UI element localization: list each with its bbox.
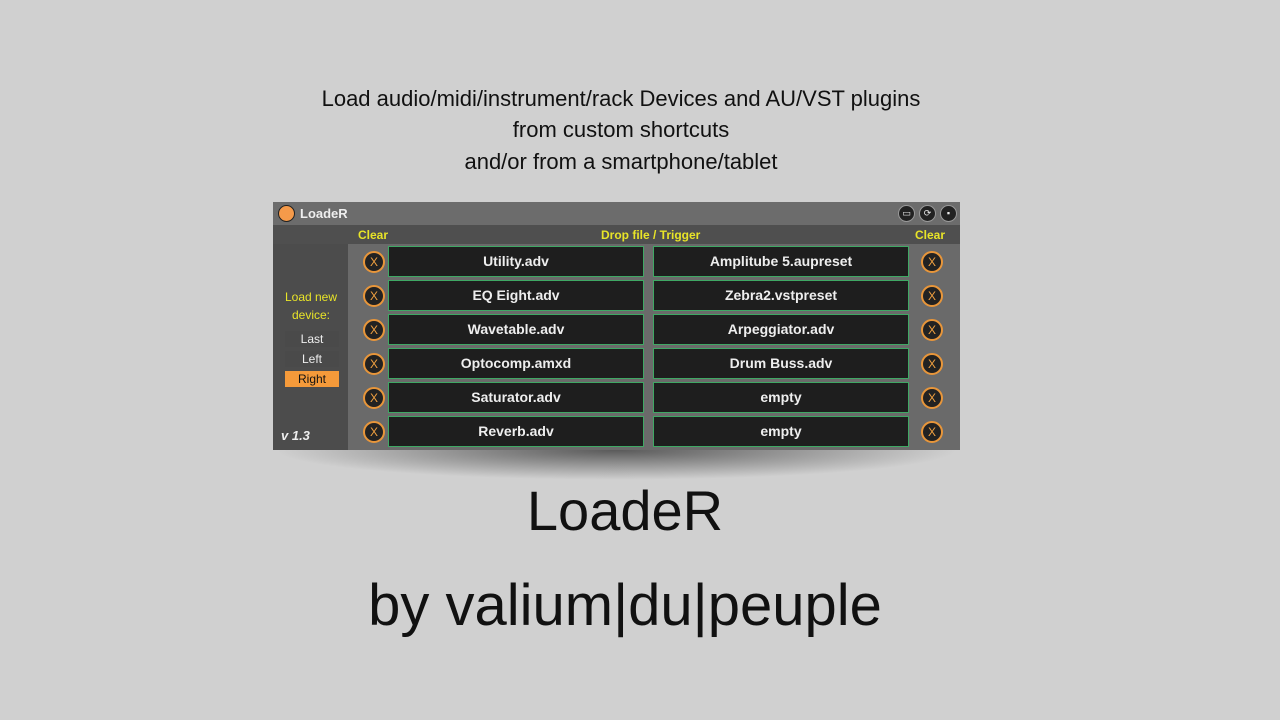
- remove-right-slot-button[interactable]: X: [921, 319, 943, 341]
- remove-right-slot-button[interactable]: X: [921, 251, 943, 273]
- device-title-bar: LoadeR ▭ ⟳ ▪: [273, 202, 960, 225]
- left-slot[interactable]: Saturator.adv: [388, 382, 644, 413]
- remove-right-slot-button[interactable]: X: [921, 353, 943, 375]
- option-last[interactable]: Last: [285, 331, 339, 347]
- remove-left-slot-button[interactable]: X: [363, 387, 385, 409]
- left-slot[interactable]: Reverb.adv: [388, 416, 644, 447]
- map-icon[interactable]: ▭: [898, 205, 915, 222]
- option-right[interactable]: Right: [285, 371, 339, 387]
- option-left[interactable]: Left: [285, 351, 339, 367]
- remove-left-slot-button[interactable]: X: [363, 319, 385, 341]
- clear-right-button[interactable]: Clear: [915, 228, 946, 242]
- remove-right-slot-button[interactable]: X: [921, 421, 943, 443]
- loader-device: LoadeR ▭ ⟳ ▪ Clear Drop file / Trigger C…: [273, 202, 960, 450]
- product-name: LoadeR: [526, 479, 724, 542]
- clear-left-button[interactable]: Clear: [358, 228, 389, 242]
- left-slot[interactable]: EQ Eight.adv: [388, 280, 644, 311]
- refresh-icon[interactable]: ⟳: [919, 205, 936, 222]
- remove-left-slot-button[interactable]: X: [363, 285, 385, 307]
- remove-right-slot-button[interactable]: X: [921, 387, 943, 409]
- device-title: LoadeR: [300, 206, 348, 221]
- save-icon[interactable]: ▪: [940, 205, 957, 222]
- right-slot[interactable]: Amplitube 5.aupreset: [653, 246, 909, 277]
- remove-left-slot-button[interactable]: X: [363, 251, 385, 273]
- caption-line-1: Load audio/midi/instrument/rack Devices …: [321, 86, 921, 111]
- device-shadow: [273, 450, 960, 480]
- left-panel: Load new device: Last Left Right v 1.3: [273, 244, 348, 450]
- remove-left-slot-button[interactable]: X: [363, 421, 385, 443]
- caption-line-2: from custom shortcuts: [512, 117, 730, 142]
- author-credit: by valium|du|peuple: [368, 573, 882, 638]
- caption-line-3: and/or from a smartphone/tablet: [464, 149, 778, 174]
- right-slot[interactable]: empty: [653, 416, 909, 447]
- left-slot[interactable]: Wavetable.adv: [388, 314, 644, 345]
- version-label: v 1.3: [281, 428, 310, 443]
- left-slot[interactable]: Utility.adv: [388, 246, 644, 277]
- right-slot[interactable]: empty: [653, 382, 909, 413]
- remove-right-slot-button[interactable]: X: [921, 285, 943, 307]
- right-slot[interactable]: Drum Buss.adv: [653, 348, 909, 379]
- left-slot[interactable]: Optocomp.amxd: [388, 348, 644, 379]
- remove-left-slot-button[interactable]: X: [363, 353, 385, 375]
- header-row: Clear Drop file / Trigger Clear: [273, 225, 960, 244]
- right-slot[interactable]: Zebra2.vstpreset: [653, 280, 909, 311]
- load-new-label: Load new device:: [284, 290, 338, 322]
- right-slot[interactable]: Arpeggiator.adv: [653, 314, 909, 345]
- power-toggle[interactable]: [278, 205, 295, 222]
- drop-trigger-label: Drop file / Trigger: [601, 228, 701, 242]
